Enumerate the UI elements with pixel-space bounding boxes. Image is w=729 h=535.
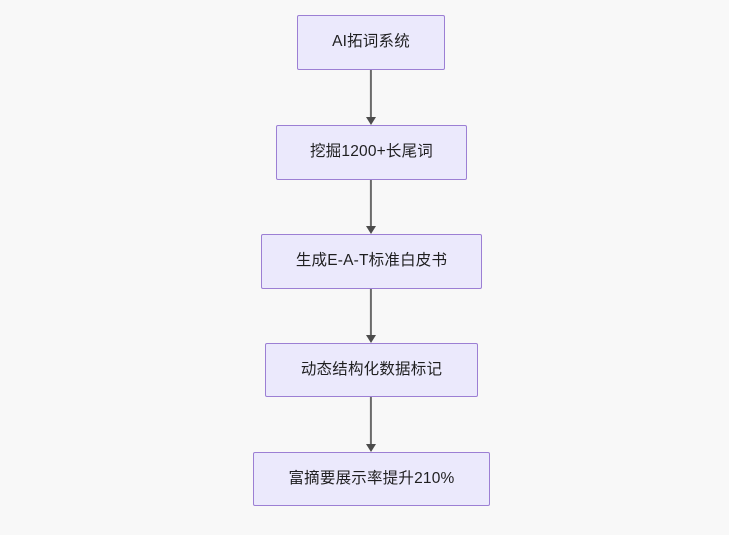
flow-node-label: AI拓词系统 [332, 33, 410, 51]
arrowhead-icon [366, 443, 376, 452]
flow-node[interactable]: 生成E-A-T标准白皮书 [261, 234, 482, 289]
flow-node-label: 动态结构化数据标记 [300, 360, 443, 378]
flow-node[interactable]: 动态结构化数据标记 [265, 343, 478, 397]
connector-line [369, 397, 373, 445]
flow-node[interactable]: AI拓词系统 [297, 15, 445, 70]
arrowhead-icon [366, 225, 376, 234]
flow-node-label: 挖掘1200+长尾词 [309, 143, 434, 161]
flow-node-label: 生成E-A-T标准白皮书 [295, 252, 448, 270]
arrowhead-icon [366, 334, 376, 343]
flow-node[interactable]: 富摘要展示率提升210% [253, 452, 490, 506]
connector-line [369, 180, 373, 227]
arrowhead-icon [366, 116, 376, 125]
connector-line [369, 70, 373, 118]
flow-node-label: 富摘要展示率提升210% [288, 469, 455, 487]
flow-node[interactable]: 挖掘1200+长尾词 [276, 125, 467, 180]
connector-line [369, 289, 373, 336]
